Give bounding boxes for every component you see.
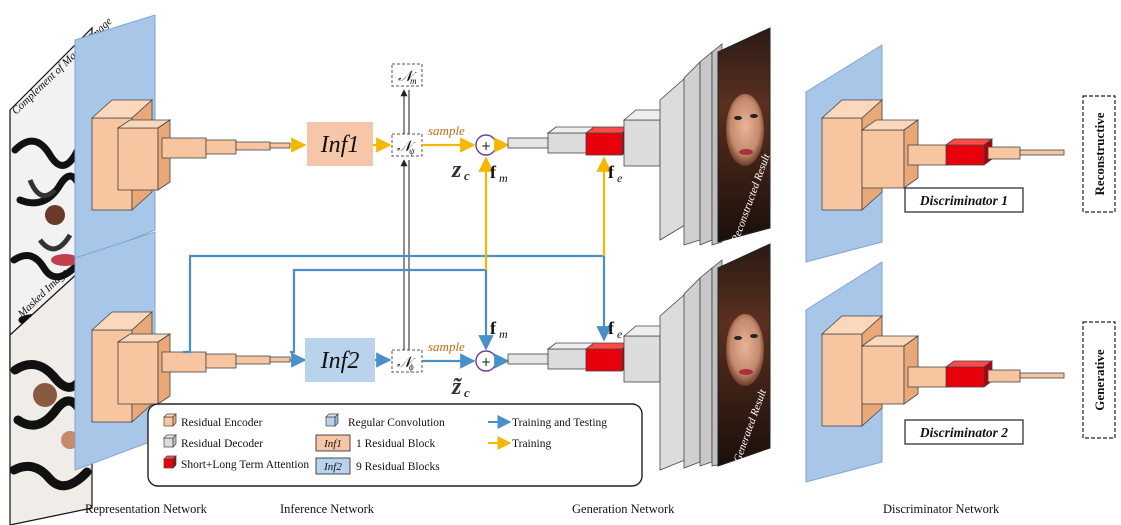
legend-residual-encoder: Residual Encoder bbox=[181, 417, 263, 429]
fm-bottom-label: f bbox=[490, 318, 497, 338]
fe-bottom-label: f bbox=[608, 318, 615, 338]
fm-top-sub: m bbox=[499, 171, 508, 185]
skip-connections bbox=[183, 156, 612, 354]
plus-top-sign: + bbox=[481, 139, 491, 153]
fm-top-label: f bbox=[490, 162, 497, 182]
legend: Residual Encoder Residual Decoder Short+… bbox=[147, 403, 643, 487]
inf1-label: Inf1 bbox=[320, 132, 360, 158]
discriminator-1-box bbox=[904, 187, 1024, 213]
z-bottom-sub: c bbox=[464, 385, 470, 400]
fe-top-sub: e bbox=[617, 171, 623, 185]
n-m-sub: m bbox=[410, 76, 417, 86]
residual-encoder-swatch bbox=[163, 413, 177, 427]
n-m-symbol: 𝒩 bbox=[398, 69, 417, 85]
legend-inf1-tag-box bbox=[315, 434, 351, 452]
n-psi-symbol: 𝒩 bbox=[397, 139, 416, 155]
plus-bottom-sign: + bbox=[481, 355, 491, 369]
section-inference: Inference Network bbox=[280, 502, 375, 516]
reconstructive-output-box bbox=[1082, 95, 1116, 213]
discriminator-1-label: Discriminator 1 bbox=[919, 193, 1008, 208]
fe-top-label: f bbox=[608, 162, 615, 182]
encoder-top bbox=[74, 14, 291, 263]
discriminator-2-label: Discriminator 2 bbox=[919, 425, 1008, 440]
kl-arrows bbox=[400, 89, 410, 350]
section-representation: Representation Network bbox=[85, 502, 208, 516]
legend-training: Training bbox=[512, 438, 551, 450]
legend-attention: Short+Long Term Attention bbox=[181, 459, 309, 471]
n-phi-sub: ϕ bbox=[409, 362, 414, 372]
n-phi-symbol: 𝒩 bbox=[397, 355, 416, 371]
fe-bottom-sub: e bbox=[617, 327, 623, 341]
legend-inf1-desc: 1 Residual Block bbox=[356, 438, 435, 450]
generative-label: Generative bbox=[1092, 349, 1107, 411]
section-discriminator: Discriminator Network bbox=[883, 502, 1000, 516]
legend-regular-conv: Regular Convolution bbox=[348, 417, 445, 429]
inf2-block bbox=[305, 338, 375, 382]
fm-bottom-sub: m bbox=[499, 327, 508, 341]
discriminator-2-box bbox=[904, 419, 1024, 445]
generative-output-box bbox=[1082, 321, 1116, 439]
legend-residual-decoder: Residual Decoder bbox=[181, 438, 263, 450]
attention-swatch bbox=[163, 455, 177, 469]
z-bottom-label: z̃ bbox=[451, 374, 462, 400]
inf2-label: Inf2 bbox=[320, 348, 360, 374]
residual-decoder-swatch bbox=[163, 434, 177, 448]
reconstructed-result-photo: Reconstructed Result bbox=[717, 27, 773, 245]
discriminator-2 bbox=[805, 261, 1065, 483]
legend-inf2-desc: 9 Residual Blocks bbox=[356, 461, 440, 473]
z-top-label: z bbox=[451, 157, 462, 183]
reconstructive-label: Reconstructive bbox=[1092, 112, 1107, 195]
inf1-block bbox=[307, 122, 373, 166]
legend-inf2-tag-box bbox=[315, 457, 351, 475]
regular-conv-swatch bbox=[325, 413, 339, 427]
discriminator-1 bbox=[805, 44, 1065, 263]
generated-result-photo: Generated Result bbox=[717, 243, 771, 467]
legend-train-test: Training and Testing bbox=[512, 417, 607, 429]
z-top-sub: c bbox=[464, 168, 470, 183]
encoder-bottom bbox=[74, 231, 291, 471]
decoder-top bbox=[507, 43, 723, 246]
legend-inf2-tag: Inf2 bbox=[323, 461, 342, 473]
n-psi-sub: ψ bbox=[409, 146, 415, 156]
section-generation: Generation Network bbox=[572, 502, 675, 516]
sample-bottom-label: sample bbox=[428, 339, 465, 354]
legend-box bbox=[147, 403, 643, 487]
legend-inf1-tag: Inf1 bbox=[323, 438, 342, 450]
n-m-node bbox=[391, 63, 423, 87]
sample-top-label: sample bbox=[428, 123, 465, 138]
